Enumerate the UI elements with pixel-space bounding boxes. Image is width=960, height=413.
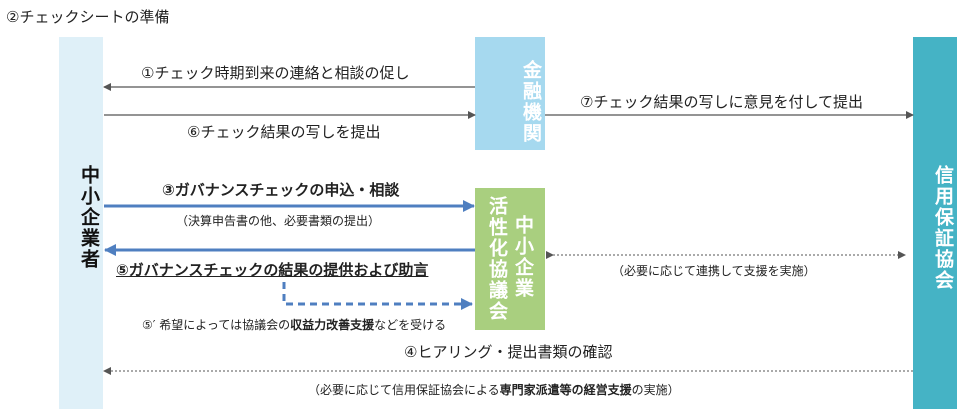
arrow-step5-prime (282, 282, 473, 310)
coordination-note: （必要に応じて連携して支援を実施） (612, 264, 816, 278)
step1-label: ①チェック時期到来の連絡と相談の促し (141, 64, 410, 82)
step3-note: （決算申告書の他、必要書類の提出） (176, 214, 381, 228)
step5-prime-note: ⑤′ 希望によっては協議会の収益力改善支援などを受ける (142, 318, 447, 332)
step4-label: ④ヒアリング・提出書類の確認 (404, 343, 613, 361)
sme-label: 中小企業者 (78, 165, 100, 270)
step4-note: （必要に応じて信用保証協会による専門家派遣等の経営支援の実施） (308, 383, 680, 397)
revitalization-council-box (475, 188, 545, 330)
step7-label: ⑦チェック結果の写しに意見を付して提出 (580, 93, 863, 111)
financial-institution-box (475, 37, 545, 150)
sme-box (59, 37, 103, 409)
financial-institution-label: 金融機関 (520, 60, 542, 144)
section-title: ②チェックシートの準備 (6, 8, 170, 26)
sme-prefix-label: 中小企業 (512, 215, 534, 299)
credit-guarantee-box (913, 37, 957, 409)
step6-label: ⑥チェック結果の写しを提出 (187, 123, 381, 141)
step5-label: ⑤ガバナンスチェックの結果の提供および助言 (116, 261, 429, 279)
step3-label: ③ガバナンスチェックの申込・相談 (162, 181, 400, 199)
revitalization-council-label: 活性化協議会 (486, 196, 508, 322)
credit-guarantee-label: 信用保証協会 (932, 165, 954, 291)
